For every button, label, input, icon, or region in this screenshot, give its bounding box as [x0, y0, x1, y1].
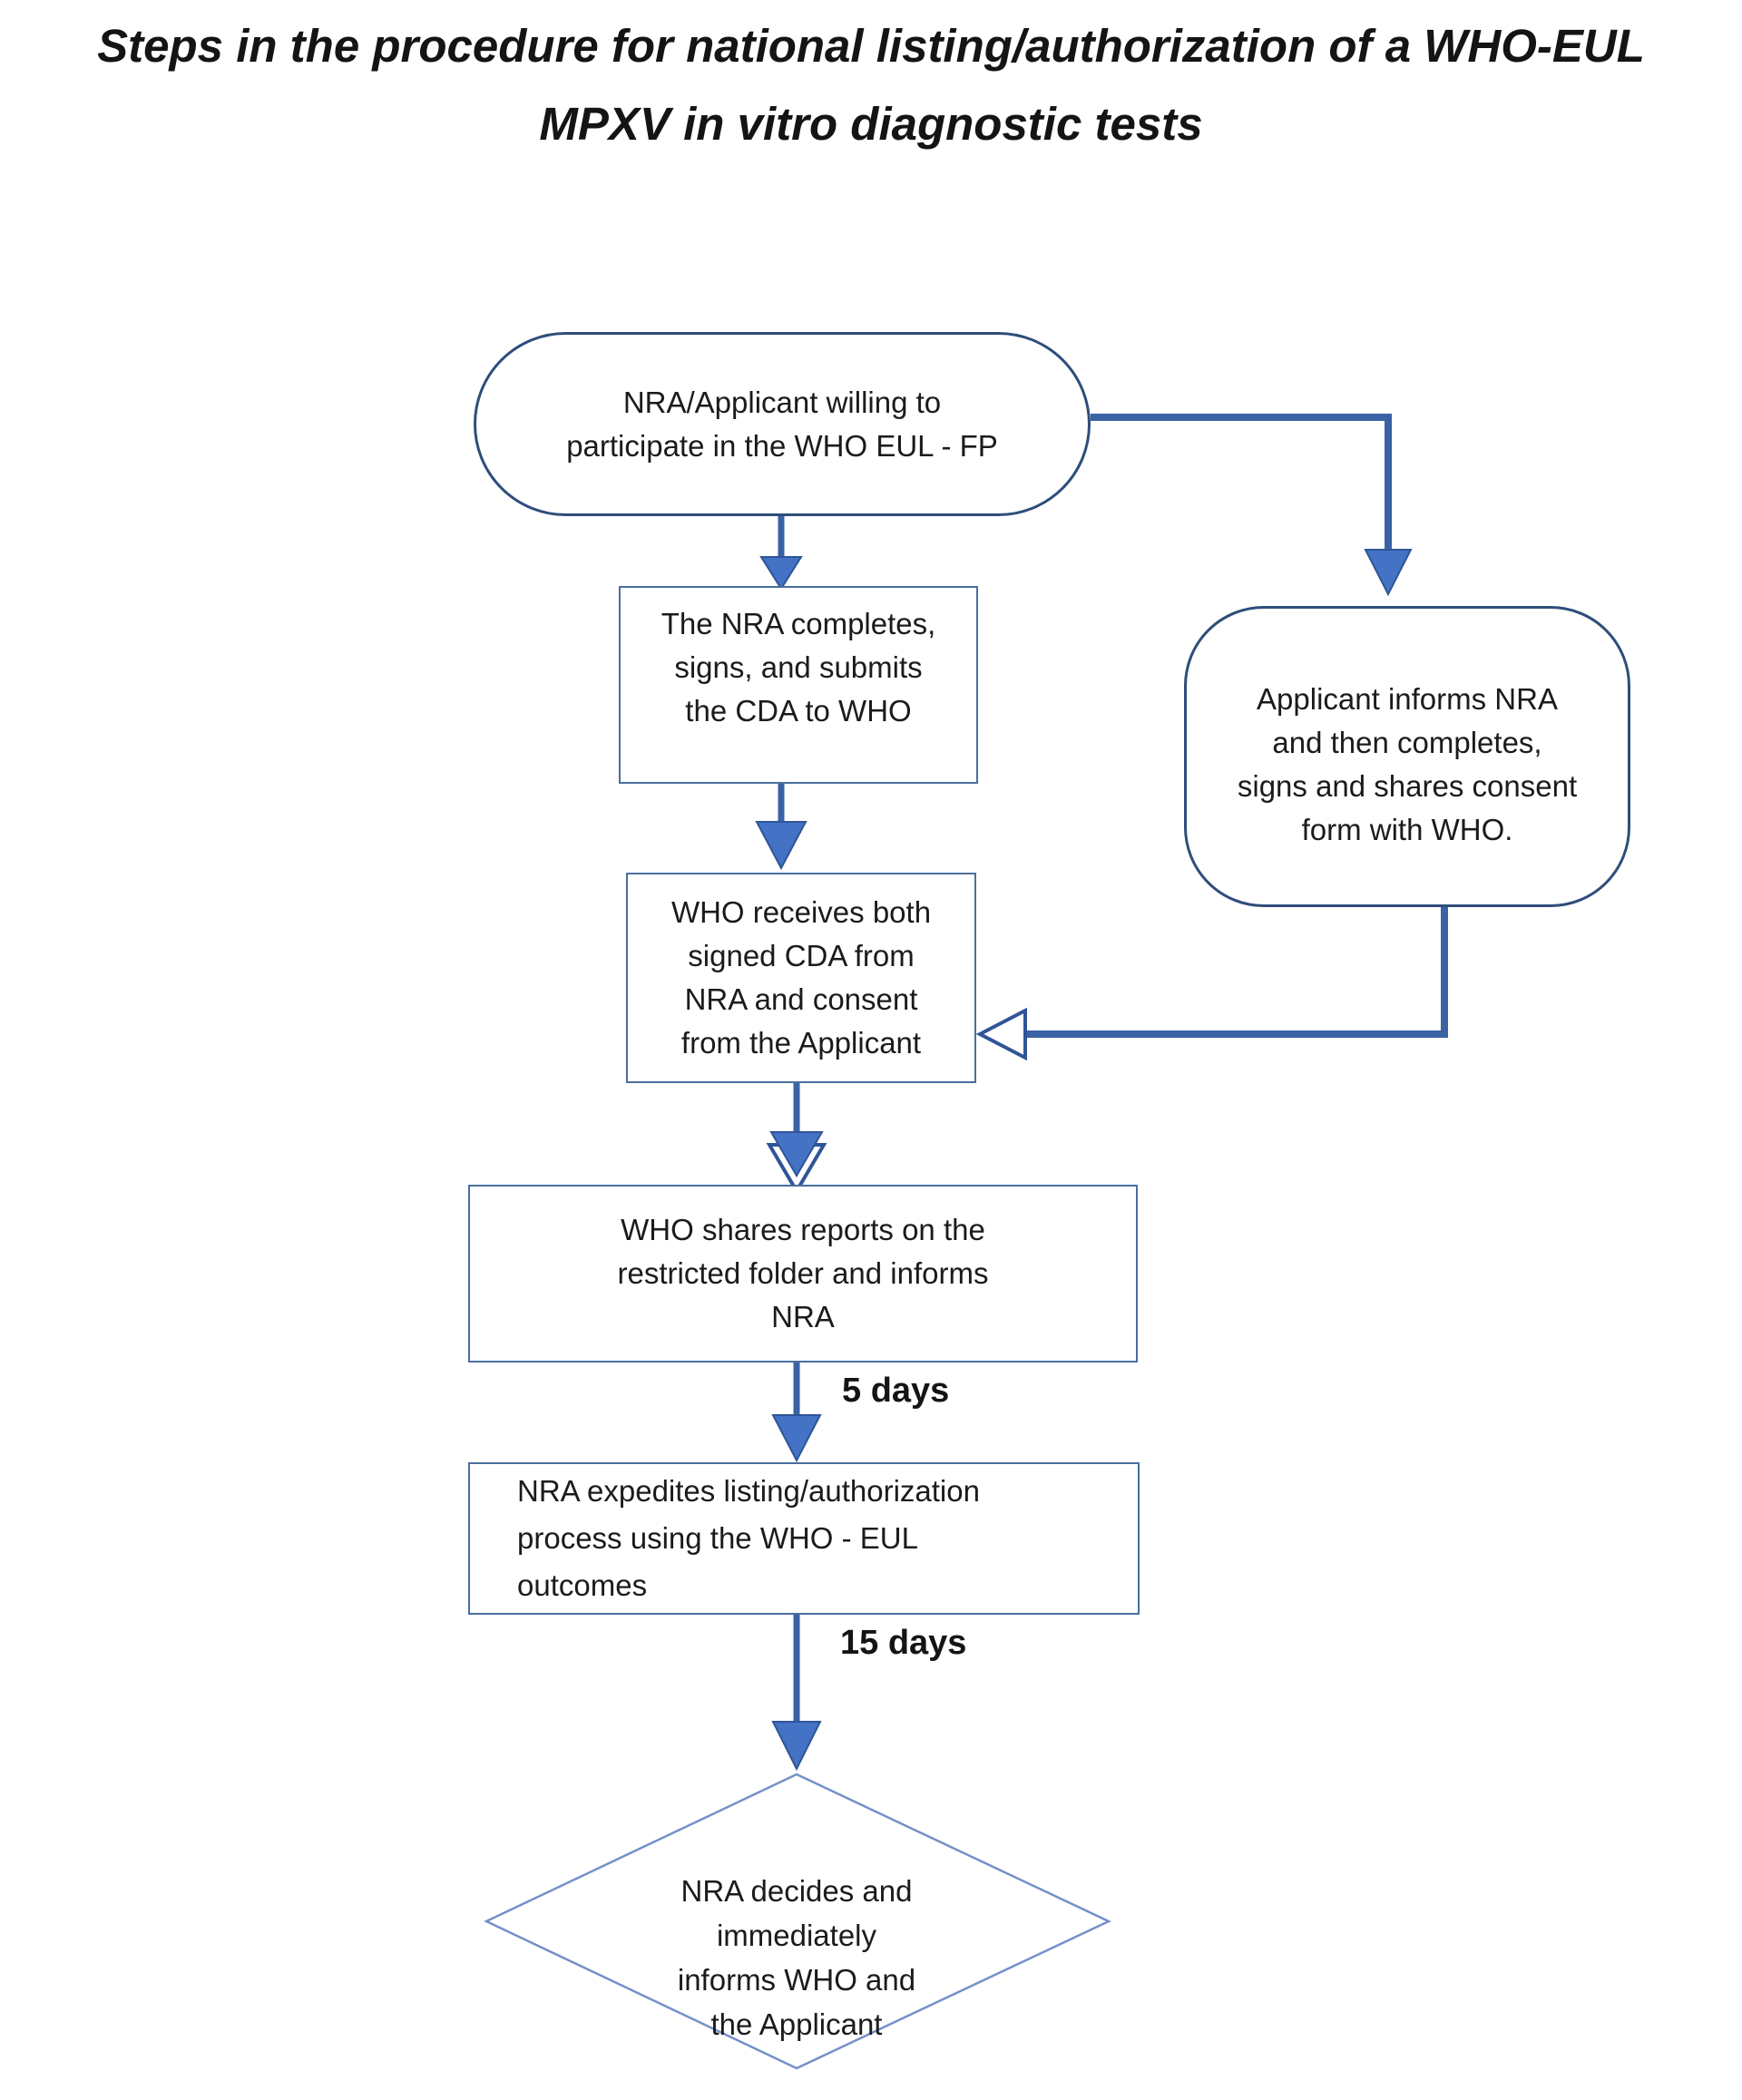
arrowhead-down-icon	[771, 1721, 822, 1772]
connector-who-shares-to-nra-expedites	[771, 1363, 822, 1463]
node-start: NRA/Applicant willing to participate in …	[474, 332, 1091, 516]
connector-nra-expedites-to-nra-decides	[771, 1615, 822, 1772]
node-nra-completes-cda-label: The NRA completes, signs, and submits th…	[661, 607, 936, 728]
page-title: Steps in the procedure for national list…	[97, 20, 1645, 150]
node-nra-completes-cda: The NRA completes, signs, and submits th…	[619, 586, 978, 784]
arrowhead-down-icon	[1364, 549, 1413, 597]
connector-applicant-consent-to-who-receives	[975, 907, 1448, 1061]
node-nra-expedites-label: NRA expedites listing/authorization proc…	[517, 1474, 980, 1602]
connector-who-receives-to-who-shares	[766, 1083, 827, 1195]
connector-nra-cda-to-who-receives	[755, 784, 807, 871]
node-nra-decides: NRA decides and immediately informs WHO …	[570, 1851, 1023, 2065]
arrowhead-left-open-icon	[975, 1007, 1027, 1061]
label-15-days: 15 days	[840, 1624, 967, 1662]
node-start-label: NRA/Applicant willing to participate in …	[566, 385, 998, 463]
node-who-receives-label: WHO receives both signed CDA from NRA an…	[670, 895, 932, 1060]
node-nra-expedites: NRA expedites listing/authorization proc…	[468, 1462, 1140, 1615]
arrowhead-down-icon	[759, 556, 803, 591]
arrowhead-down-icon	[771, 1414, 822, 1463]
node-who-shares-reports: WHO shares reports on the restricted fol…	[468, 1185, 1138, 1363]
node-applicant-consent-label: Applicant informs NRA and then completes…	[1237, 682, 1578, 846]
connector-start-to-nra-cda	[759, 516, 803, 591]
node-who-receives: WHO receives both signed CDA from NRA an…	[626, 873, 976, 1083]
node-nra-decides-label: NRA decides and immediately informs WHO …	[677, 1874, 916, 2041]
arrowhead-down-icon	[769, 1131, 824, 1177]
diamond-shape	[484, 1773, 1111, 2070]
node-applicant-consent: Applicant informs NRA and then completes…	[1184, 606, 1630, 907]
label-5-days: 5 days	[842, 1372, 950, 1410]
connector-start-to-applicant-consent	[1091, 414, 1413, 597]
arrowhead-down-icon	[755, 821, 807, 871]
node-who-shares-reports-label: WHO shares reports on the restricted fol…	[617, 1213, 989, 1333]
